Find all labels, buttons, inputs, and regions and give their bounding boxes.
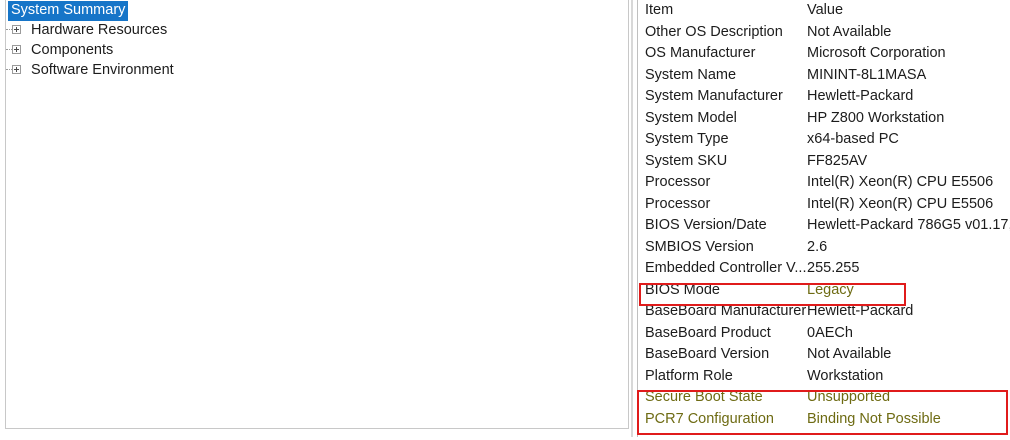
panel-divider [631, 0, 633, 437]
details-row[interactable]: Embedded Controller V...255.255 [638, 258, 1010, 280]
details-row-item: BIOS Version/Date [645, 217, 767, 233]
tree-item-hardware-resources-label: Hardware Resources [31, 22, 168, 39]
details-row-value: Binding Not Possible [807, 410, 941, 427]
details-row[interactable]: System Manufacturer Hewlett-Packard [638, 86, 1010, 108]
details-row-value: Intel(R) Xeon(R) CPU E5506 [807, 195, 994, 212]
details-row-item: BIOS Mode [645, 281, 720, 298]
details-row-item: Processor [645, 174, 711, 190]
tree-connector-line [6, 29, 12, 31]
details-row-item: System Name [645, 66, 737, 83]
tree-item-hardware-resources[interactable]: Hardware Resources [6, 20, 628, 40]
details-row-value: FF825AV [807, 152, 868, 169]
details-row-value: Hewlett-Packard [807, 303, 914, 319]
details-row-item: Secure Boot State [645, 389, 763, 405]
plus-icon[interactable] [12, 64, 21, 74]
details-row-value: Intel(R) Xeon(R) CPU E5506 [807, 174, 994, 190]
details-row-value: Not Available [807, 23, 892, 40]
details-row-value: 2.6 [807, 238, 828, 255]
details-row[interactable]: BIOS Mode Legacy [638, 280, 1010, 302]
details-row[interactable]: BaseBoard Product 0AECh [638, 323, 1010, 345]
details-row-item: System SKU [645, 152, 728, 169]
tree-item-system-summary[interactable]: System Summary [8, 0, 628, 21]
details-header-row: Item Value [638, 0, 1010, 22]
details-row-value: Not Available [807, 346, 892, 362]
details-row-item: BaseBoard Product [645, 324, 771, 341]
plus-icon[interactable] [12, 44, 21, 54]
tree-item-system-summary-label: System Summary [8, 1, 129, 21]
tree-item-components-label: Components [31, 42, 114, 59]
details-row-item: BaseBoard Version [645, 346, 770, 362]
details-row[interactable]: BaseBoard Version Not Available [638, 344, 1010, 366]
details-row-value: Hewlett-Packard 786G5 v01.17, 8/ [807, 217, 1010, 233]
details-row-value: MININT-8L1MASA [807, 66, 927, 83]
details-row[interactable]: System Model HP Z800 Workstation [638, 108, 1010, 130]
details-row-item: System Manufacturer [645, 88, 783, 104]
details-row-value: Workstation [807, 367, 884, 384]
details-row-item: System Type [645, 131, 729, 147]
details-row-item: Platform Role [645, 367, 733, 384]
details-row-item: Processor [645, 195, 711, 212]
details-row[interactable]: Secure Boot State Unsupported [638, 387, 1010, 409]
details-row-value: Legacy [807, 281, 854, 298]
details-row-value: x64-based PC [807, 131, 899, 147]
tree-connector-line [6, 69, 12, 71]
details-row-item: BaseBoard Manufacturer [645, 303, 807, 319]
details-row[interactable]: System Name MININT-8L1MASA [638, 65, 1010, 87]
details-row[interactable]: SMBIOS Version 2.6 [638, 237, 1010, 259]
details-row-item: SMBIOS Version [645, 238, 754, 255]
details-row-value: Microsoft Corporation [807, 45, 946, 61]
column-header-item: Item [645, 2, 674, 18]
details-row[interactable]: BIOS Version/Date Hewlett-Packard 786G5 v… [638, 215, 1010, 237]
details-row-item: Other OS Description [645, 23, 783, 40]
details-row-value: Unsupported [807, 389, 891, 405]
details-row[interactable]: Platform Role Workstation [638, 366, 1010, 388]
details-row-item: OS Manufacturer [645, 45, 756, 61]
details-row-value: Hewlett-Packard [807, 88, 914, 104]
navigation-tree-panel[interactable]: System Summary Hardware Resources Compon… [5, 0, 629, 429]
details-row-value: 255.255 [807, 260, 860, 276]
details-row[interactable]: OS Manufacturer Microsoft Corporation [638, 43, 1010, 65]
tree-item-software-environment[interactable]: Software Environment [6, 60, 628, 80]
details-row-item: PCR7 Configuration [645, 410, 774, 427]
details-row[interactable]: Other OS Description Not Available [638, 22, 1010, 44]
plus-icon[interactable] [12, 24, 21, 34]
details-row[interactable]: System SKU FF825AV [638, 151, 1010, 173]
details-row[interactable]: Processor Intel(R) Xeon(R) CPU E5506 [638, 172, 1010, 194]
details-row-item: System Model [645, 109, 737, 126]
details-row[interactable]: System Type x64-based PC [638, 129, 1010, 151]
details-row-value: HP Z800 Workstation [807, 109, 945, 126]
details-row[interactable]: PCR7 Configuration Binding Not Possible [638, 409, 1010, 431]
tree-item-software-environment-label: Software Environment [31, 62, 174, 79]
tree-connector-line [6, 49, 12, 51]
details-row-item: Embedded Controller V... [645, 260, 807, 276]
details-row-value: 0AECh [807, 324, 853, 341]
tree-item-components[interactable]: Components [6, 40, 628, 60]
details-row[interactable]: Processor Intel(R) Xeon(R) CPU E5506 [638, 194, 1010, 216]
column-header-value: Value [807, 2, 844, 18]
